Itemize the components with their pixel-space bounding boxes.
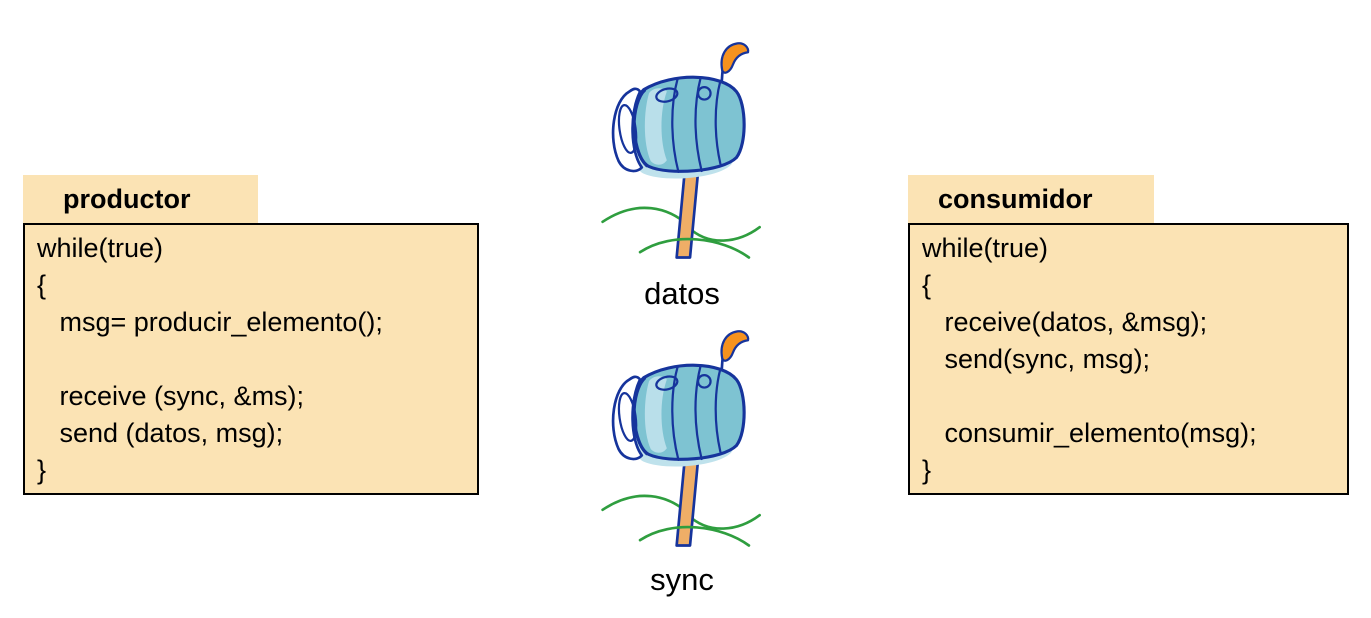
consumer-code: while(true) { receive(datos, &msg); send… [922, 233, 1257, 485]
consumer-title-tab: consumidor [908, 175, 1154, 223]
producer-title-tab: productor [23, 175, 258, 223]
mailbox-sync-label: sync [650, 562, 714, 597]
producer-code-box: while(true) { msg= producir_elemento(); … [23, 223, 479, 495]
mailbox-datos-label: datos [644, 276, 720, 311]
producer-code: while(true) { msg= producir_elemento(); … [37, 233, 383, 485]
mailbox-sync-icon [582, 326, 782, 558]
mailbox-datos-icon [582, 38, 782, 270]
consumer-code-box: while(true) { receive(datos, &msg); send… [908, 223, 1349, 495]
